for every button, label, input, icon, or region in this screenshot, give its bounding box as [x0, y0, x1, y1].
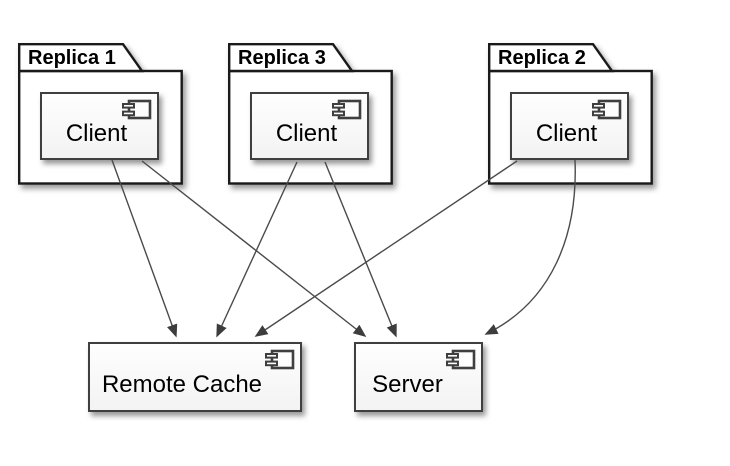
component-icon — [332, 99, 362, 120]
component-label: Server — [372, 371, 443, 398]
component-server: Server — [354, 342, 483, 412]
component-label: Client — [65, 120, 128, 147]
component-icon — [446, 349, 476, 370]
component-client-replica-1: Client — [40, 92, 159, 160]
component-label: Client — [535, 120, 598, 147]
component-icon — [592, 99, 622, 120]
component-label: Client — [275, 120, 338, 147]
package-replica-1: Replica 1 Client — [18, 43, 183, 185]
package-title: Replica 1 — [28, 47, 116, 69]
edge-replica1-client-to-server — [141, 160, 367, 338]
component-remote-cache: Remote Cache — [88, 342, 302, 412]
edge-replica2-client-to-server — [484, 159, 576, 335]
component-label: Remote Cache — [101, 371, 263, 398]
edge-replica3-client-to-remote-cache — [216, 161, 298, 338]
edge-replica2-client-to-remote-cache — [254, 160, 518, 337]
component-client-replica-3: Client — [250, 92, 369, 160]
component-icon — [122, 99, 152, 120]
package-title: Replica 3 — [238, 47, 326, 69]
edge-replica3-client-to-server — [324, 161, 397, 338]
package-title: Replica 2 — [498, 47, 586, 69]
package-replica-2: Replica 2 Client — [488, 43, 653, 185]
component-icon — [265, 349, 295, 370]
component-client-replica-2: Client — [510, 92, 629, 160]
edge-replica1-client-to-remote-cache — [111, 159, 178, 338]
package-replica-3: Replica 3 Client — [228, 43, 393, 185]
